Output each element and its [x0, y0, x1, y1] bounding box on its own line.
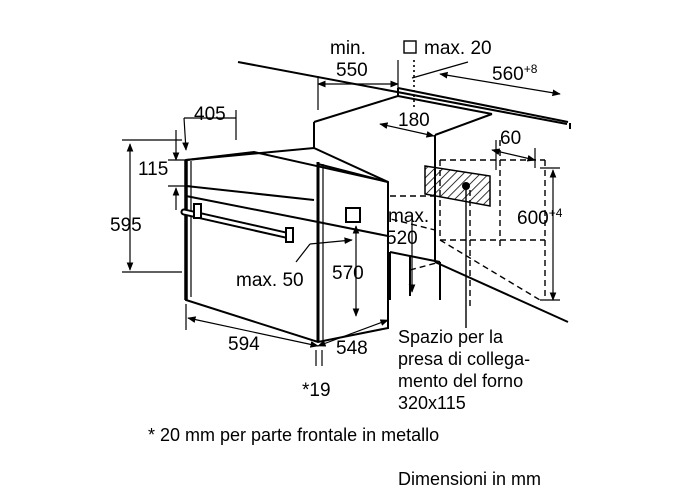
- dim-595: 595: [110, 215, 142, 236]
- dim-548: 548: [336, 338, 368, 359]
- dim-560: 560+8: [492, 62, 538, 85]
- dim-60: 60: [500, 128, 522, 149]
- dim-570: 570: [332, 263, 364, 284]
- dim-max-20: max. 20: [424, 38, 492, 59]
- dim-520: 520: [386, 228, 418, 249]
- dim-550: 550: [336, 60, 368, 81]
- units-note: Dimensioni in mm: [398, 469, 542, 489]
- front-metal-note: * 20 mm per parte frontale in metallo: [148, 425, 440, 445]
- dim-max-label: max.: [388, 206, 430, 227]
- dim-max-50: max. 50: [236, 270, 304, 291]
- dim-600: 600+4: [517, 206, 563, 229]
- dim-115: 115: [138, 159, 169, 180]
- cabinet-outline: [237, 61, 571, 323]
- dimension-lines: [122, 40, 561, 366]
- min-label: min.: [330, 38, 366, 59]
- socket-space-note: Spazio per la presa di collega- mento de…: [398, 327, 531, 413]
- oven-body: [180, 146, 389, 344]
- dim-180: 180: [398, 110, 430, 131]
- socket-area: [424, 165, 491, 328]
- dim-19: *19: [302, 380, 331, 401]
- dim-594: 594: [228, 334, 260, 355]
- dim-405: 405: [194, 104, 226, 125]
